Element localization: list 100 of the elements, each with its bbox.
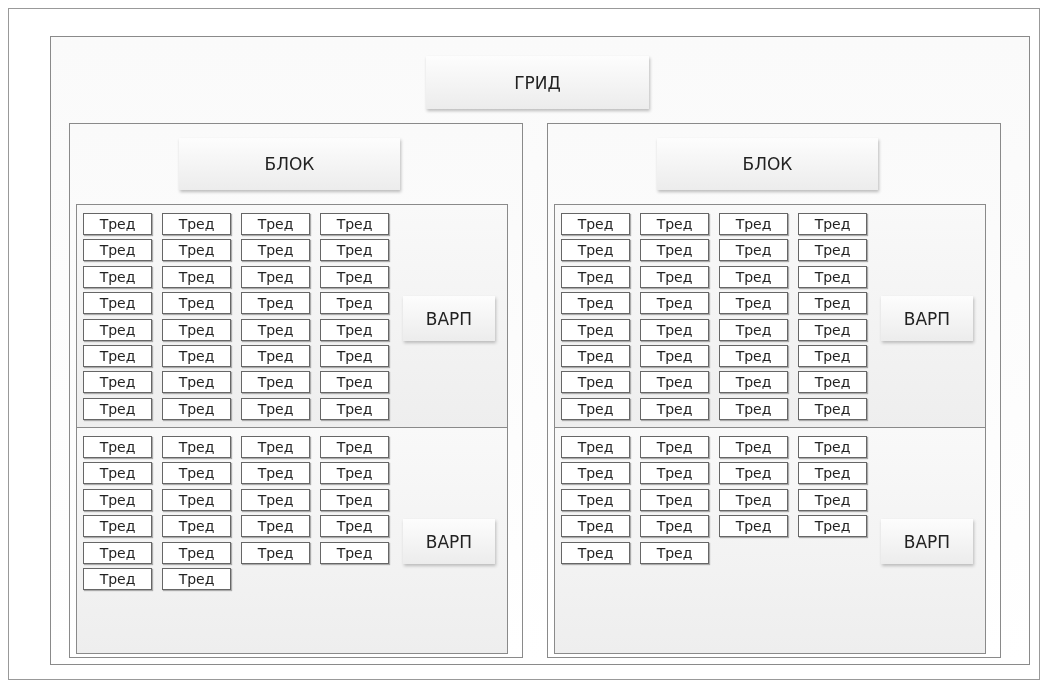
thread-box: Тред: [83, 436, 152, 458]
thread-box: Тред: [640, 239, 709, 262]
thread-box: Тред: [83, 541, 152, 564]
thread-box: Тред: [719, 397, 788, 420]
thread-box: Тред: [561, 462, 630, 485]
thread-box: Тред: [320, 318, 389, 341]
thread-box: Тред: [320, 239, 389, 262]
thread-box: Тред: [798, 265, 867, 288]
thread-box: Тред: [320, 436, 389, 458]
thread-box: Тред: [162, 568, 231, 590]
thread-box: Тред: [640, 397, 709, 420]
thread-box: Тред: [241, 318, 310, 341]
thread-box: Тред: [640, 318, 709, 341]
grid-label: ГРИД: [426, 56, 649, 109]
thread-box: Тред: [320, 462, 389, 485]
thread-box: Тред: [561, 371, 630, 394]
warp-band: [76, 427, 508, 654]
thread-box: Тред: [162, 345, 231, 367]
thread-box: Тред: [162, 213, 231, 235]
thread-box: Тред: [241, 345, 310, 367]
warp-label: ВАРП: [881, 296, 973, 341]
thread-box: Тред: [640, 488, 709, 511]
thread-box: Тред: [162, 515, 231, 538]
thread-box: Тред: [798, 213, 867, 235]
thread-box: Тред: [83, 318, 152, 341]
thread-box: Тред: [241, 292, 310, 315]
thread-box: Тред: [719, 265, 788, 288]
thread-box: Тред: [83, 265, 152, 288]
block-label: БЛОК: [179, 138, 400, 190]
thread-box: Тред: [241, 265, 310, 288]
thread-box: Тред: [561, 345, 630, 367]
thread-box: Тред: [561, 541, 630, 564]
thread-box: Тред: [162, 397, 231, 420]
thread-box: Тред: [320, 292, 389, 315]
thread-box: Тред: [320, 371, 389, 394]
thread-box: Тред: [83, 371, 152, 394]
thread-box: Тред: [320, 541, 389, 564]
thread-box: Тред: [162, 239, 231, 262]
thread-box: Тред: [640, 345, 709, 367]
warp-label: ВАРП: [403, 296, 495, 341]
thread-box: Тред: [83, 239, 152, 262]
thread-box: Тред: [162, 265, 231, 288]
thread-box: Тред: [719, 515, 788, 538]
thread-box: Тред: [241, 371, 310, 394]
thread-box: Тред: [561, 515, 630, 538]
warp-label: ВАРП: [403, 519, 495, 564]
thread-box: Тред: [798, 515, 867, 538]
thread-box: Тред: [798, 318, 867, 341]
thread-box: Тред: [640, 213, 709, 235]
thread-box: Тред: [320, 515, 389, 538]
block-panel: [69, 123, 523, 658]
thread-box: Тред: [719, 239, 788, 262]
thread-box: Тред: [241, 515, 310, 538]
thread-box: Тред: [320, 265, 389, 288]
warp-band: [554, 427, 986, 654]
thread-box: Тред: [83, 568, 152, 590]
thread-box: Тред: [640, 515, 709, 538]
thread-box: Тред: [162, 318, 231, 341]
thread-box: Тред: [241, 541, 310, 564]
thread-box: Тред: [561, 239, 630, 262]
thread-box: Тред: [241, 488, 310, 511]
thread-box: Тред: [561, 292, 630, 315]
thread-box: Тред: [241, 213, 310, 235]
thread-box: Тред: [640, 265, 709, 288]
thread-box: Тред: [719, 371, 788, 394]
thread-box: Тред: [83, 345, 152, 367]
thread-box: Тред: [320, 397, 389, 420]
thread-box: Тред: [561, 213, 630, 235]
thread-box: Тред: [798, 488, 867, 511]
thread-box: Тред: [561, 265, 630, 288]
thread-box: Тред: [640, 541, 709, 564]
thread-box: Тред: [798, 239, 867, 262]
thread-box: Тред: [719, 488, 788, 511]
warp-band: [554, 204, 986, 428]
warp-label: ВАРП: [881, 519, 973, 564]
thread-box: Тред: [241, 239, 310, 262]
thread-box: Тред: [162, 436, 231, 458]
thread-box: Тред: [798, 292, 867, 315]
thread-box: Тред: [561, 436, 630, 458]
thread-box: Тред: [719, 436, 788, 458]
thread-box: Тред: [798, 436, 867, 458]
thread-box: Тред: [83, 292, 152, 315]
thread-box: Тред: [162, 371, 231, 394]
thread-box: Тред: [83, 397, 152, 420]
thread-box: Тред: [561, 397, 630, 420]
thread-box: Тред: [561, 318, 630, 341]
thread-box: Тред: [162, 462, 231, 485]
thread-box: Тред: [241, 462, 310, 485]
thread-box: Тред: [561, 488, 630, 511]
thread-box: Тред: [798, 397, 867, 420]
warp-band: [76, 204, 508, 428]
thread-box: Тред: [798, 462, 867, 485]
thread-box: Тред: [83, 488, 152, 511]
thread-box: Тред: [719, 213, 788, 235]
thread-box: Тред: [162, 488, 231, 511]
thread-box: Тред: [83, 213, 152, 235]
thread-box: Тред: [798, 345, 867, 367]
thread-box: Тред: [640, 436, 709, 458]
thread-box: Тред: [162, 541, 231, 564]
thread-box: Тред: [320, 345, 389, 367]
